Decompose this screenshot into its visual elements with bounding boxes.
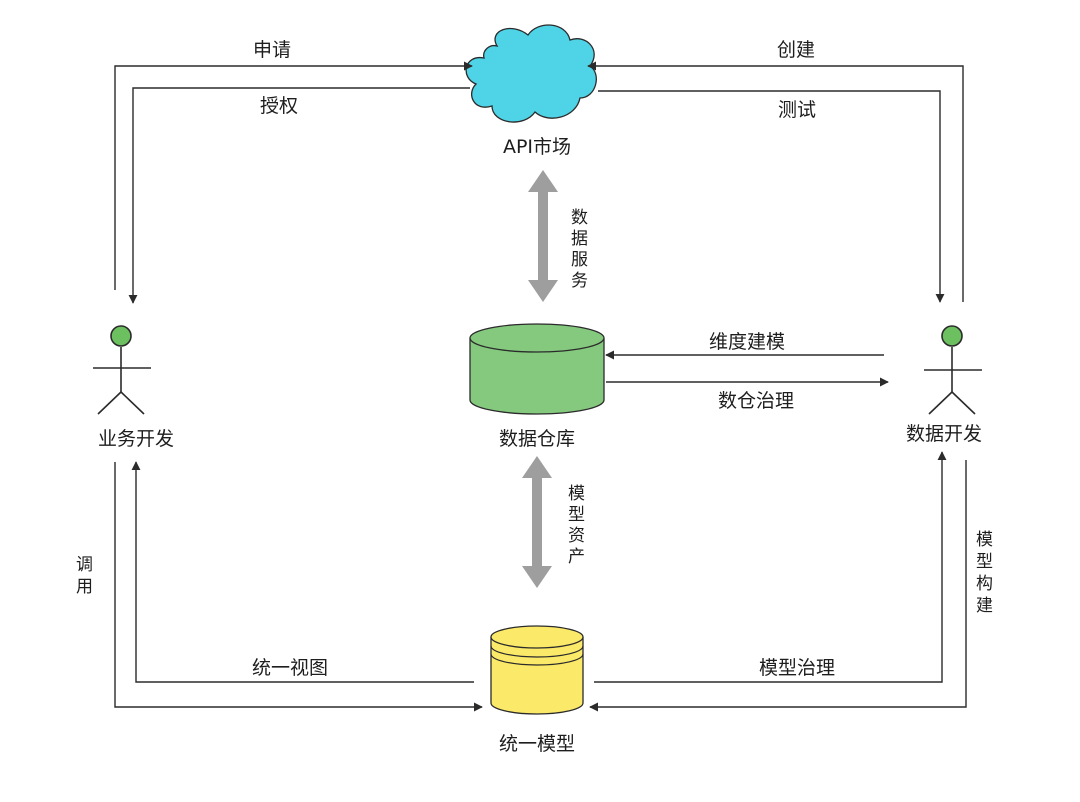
data-dev-label: 数据开发 — [906, 423, 982, 445]
warehouse-governance-label: 数仓治理 — [718, 390, 794, 412]
api-market-node: API市场 — [465, 24, 597, 158]
database-cylinder-icon — [469, 323, 605, 415]
unified-view-label: 统一视图 — [252, 657, 328, 679]
test-arrow — [598, 90, 945, 303]
model-building-arrow — [589, 460, 967, 712]
model-governance-arrow — [594, 451, 947, 683]
model-building-label: 模型构建 — [972, 530, 993, 618]
invoke-label: 调用 — [72, 555, 93, 599]
unified-model-label: 统一模型 — [499, 733, 575, 755]
cloud-icon — [465, 24, 597, 123]
data-service-double-arrow — [528, 170, 558, 302]
dimension-modeling-label: 维度建模 — [709, 331, 785, 353]
data-dev-actor: 数据开发 — [906, 325, 982, 445]
business-dev-label: 业务开发 — [98, 428, 174, 450]
test-label: 测试 — [778, 99, 816, 121]
stacked-disks-icon — [490, 625, 584, 715]
unified-view-arrow — [131, 461, 474, 683]
unified-model-node: 统一模型 — [490, 625, 584, 755]
stick-figure-icon — [93, 325, 151, 415]
authorize-arrow — [128, 87, 470, 304]
model-governance-label: 模型治理 — [759, 657, 835, 679]
data-service-label: 数据服务 — [567, 208, 588, 292]
authorize-label: 授权 — [260, 95, 298, 117]
apply-label: 申请 — [253, 39, 291, 61]
warehouse-node: 数据仓库 — [469, 323, 605, 450]
invoke-arrow — [114, 462, 483, 712]
business-dev-actor: 业务开发 — [93, 325, 174, 450]
api-market-label: API市场 — [503, 136, 571, 158]
warehouse-label: 数据仓库 — [499, 428, 575, 450]
create-label: 创建 — [777, 39, 815, 61]
model-assets-label: 模型资产 — [564, 484, 585, 568]
apply-arrow — [114, 61, 473, 290]
model-assets-double-arrow — [522, 456, 552, 588]
stick-figure-icon — [924, 325, 982, 415]
create-arrow — [587, 61, 964, 302]
